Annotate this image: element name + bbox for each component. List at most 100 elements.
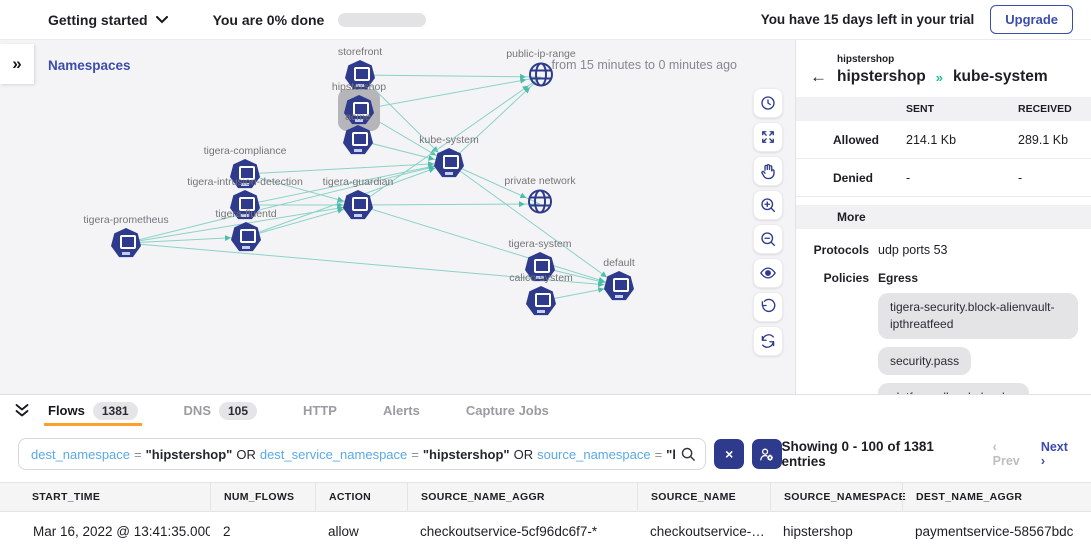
graph-node-label: tigera-prometheus <box>83 214 169 226</box>
time-range-label: from 15 minutes to 0 minutes ago <box>551 58 737 72</box>
zoom-in-icon[interactable] <box>753 190 783 220</box>
flow-source-title: hipstershop <box>837 68 926 85</box>
table-cell: paymentservice-58567bdc <box>915 524 1074 539</box>
policy-pill[interactable]: security.pass <box>878 346 972 376</box>
received-column-header: RECEIVED <box>1018 103 1072 115</box>
upgrade-button[interactable]: Upgrade <box>990 5 1073 34</box>
tab-count-badge: 1381 <box>92 401 138 420</box>
policy-list: tigera-security.block-alienvault-ipthrea… <box>878 293 1091 394</box>
close-icon: × <box>725 446 734 462</box>
column-header-source_name_aggr[interactable]: SOURCE_NAME_AGGR <box>407 483 637 511</box>
back-arrow-icon[interactable]: ← <box>810 67 827 86</box>
column-header-source_name[interactable]: SOURCE_NAME <box>637 483 770 511</box>
undo-icon[interactable] <box>753 292 783 322</box>
query-token-val: "hipstershop" <box>666 446 675 462</box>
graph-node-tigera-intrusion-detection[interactable] <box>230 190 260 220</box>
query-token-bool: OR <box>513 446 534 462</box>
pagination: Showing 0 - 100 of 1381 entries ‹ Prev N… <box>782 439 1075 469</box>
policies-label: Policies <box>823 271 869 285</box>
prev-page-button[interactable]: ‹ Prev <box>992 440 1020 468</box>
chevron-down-icon <box>155 15 168 23</box>
policy-pill[interactable]: platform.allow-kube-dns <box>878 383 1030 394</box>
next-page-button[interactable]: Next › <box>1040 440 1068 468</box>
more-section-header: More <box>796 205 1091 229</box>
graph-title: Namespaces <box>48 58 131 73</box>
graph-toolbar <box>753 88 783 356</box>
user-gear-icon <box>760 448 774 461</box>
graph-node-label: hipstershop <box>331 81 387 93</box>
clock-icon[interactable] <box>753 88 783 118</box>
getting-started-dropdown[interactable]: Getting started <box>48 12 168 28</box>
tab-alerts[interactable]: Alerts <box>382 403 420 418</box>
graph-node-default[interactable] <box>604 271 634 301</box>
fit-screen-icon[interactable] <box>753 122 783 152</box>
flow-details-panel: hipstershop ← hipstershop » kube-system … <box>795 40 1091 394</box>
table-cell: hipstershop <box>783 524 853 539</box>
getting-started-label: Getting started <box>48 11 148 28</box>
graph-node-acme[interactable] <box>343 125 373 155</box>
user-query-settings-button[interactable] <box>751 439 782 469</box>
query-token-val: "hipstershop" <box>422 446 510 462</box>
table-cell: Mar 16, 2022 @ 13:41:35.000 <box>0 524 210 539</box>
table-cell: checkoutservice-… <box>650 524 765 539</box>
pan-hand-icon[interactable] <box>753 156 783 186</box>
tab-http[interactable]: HTTP <box>303 403 337 418</box>
collapse-panel-icon[interactable] <box>14 403 30 418</box>
column-header-start_time[interactable]: START_TIME <box>32 491 101 503</box>
flow-direction-icon: » <box>935 69 943 85</box>
graph-node-storefront[interactable] <box>345 60 375 90</box>
table-cell: checkoutservice-5cf96dc6f7-* <box>420 524 598 539</box>
graph-node-label: tigera-system <box>508 238 572 250</box>
column-header-num_flows[interactable]: NUM_FLOWS <box>210 483 315 511</box>
table-row[interactable]: Mar 16, 2022 @ 13:41:35.000 2 allow checkou… <box>0 512 1091 551</box>
graph-node-label: calico-system <box>509 272 573 284</box>
table-cell: 2 <box>223 524 231 539</box>
sent-column-header: SENT <box>906 103 935 115</box>
graph-node-private-network[interactable] <box>525 187 555 222</box>
clear-search-button[interactable]: × <box>714 439 744 469</box>
protocols-label: Protocols <box>813 243 869 257</box>
query-token-op: = <box>411 446 419 462</box>
tab-count-badge: 105 <box>219 401 258 420</box>
stats-header-row: SENT RECEIVED <box>796 97 1091 121</box>
graph-node-tigera-guardian[interactable] <box>343 190 373 220</box>
graph-node-label: tigera-intrusion-detection <box>187 176 303 188</box>
query-token-field: dest_namespace <box>31 446 131 462</box>
graph-node-label: tigera-guardian <box>322 176 394 188</box>
graph-node-public-ip-range[interactable] <box>526 60 556 95</box>
graph-node-label: private network <box>504 175 576 187</box>
column-header-dest_name_aggr[interactable]: DEST_NAME_AGGR <box>902 483 1091 511</box>
column-header-source_namespace[interactable]: SOURCE_NAMESPACE <box>770 483 906 511</box>
eye-icon[interactable] <box>753 258 783 288</box>
progress-label: You are 0% done <box>212 11 325 28</box>
refresh-icon[interactable] <box>753 326 783 356</box>
graph-node-tigera-compliance[interactable] <box>230 159 260 189</box>
policy-pill[interactable]: tigera-security.block-alienvault-ipthrea… <box>878 293 1078 339</box>
stats-row-denied: Denied-- <box>796 159 1091 197</box>
graph-node-hipstershop[interactable] <box>344 95 374 125</box>
tab-capture-jobs[interactable]: Capture Jobs <box>465 403 549 418</box>
top-bar: Getting started You are 0% done You have… <box>0 0 1091 40</box>
expand-sidebar-button[interactable]: » <box>0 44 34 84</box>
table-cell: allow <box>328 524 359 539</box>
graph-node-calico-system[interactable] <box>526 286 556 316</box>
query-token-op: = <box>134 446 142 462</box>
column-header-action[interactable]: ACTION <box>315 483 407 511</box>
graph-node-tigera-fluentd[interactable] <box>231 222 261 252</box>
showing-entries-label: Showing 0 - 100 of 1381 entries <box>781 439 934 469</box>
graph-node-kube-system[interactable] <box>434 148 464 178</box>
graph-node-tigera-system[interactable] <box>525 252 555 282</box>
zoom-out-icon[interactable] <box>753 224 783 254</box>
graph-node-tigera-prometheus[interactable] <box>111 228 141 258</box>
context-namespace-label: hipstershop <box>837 54 895 65</box>
